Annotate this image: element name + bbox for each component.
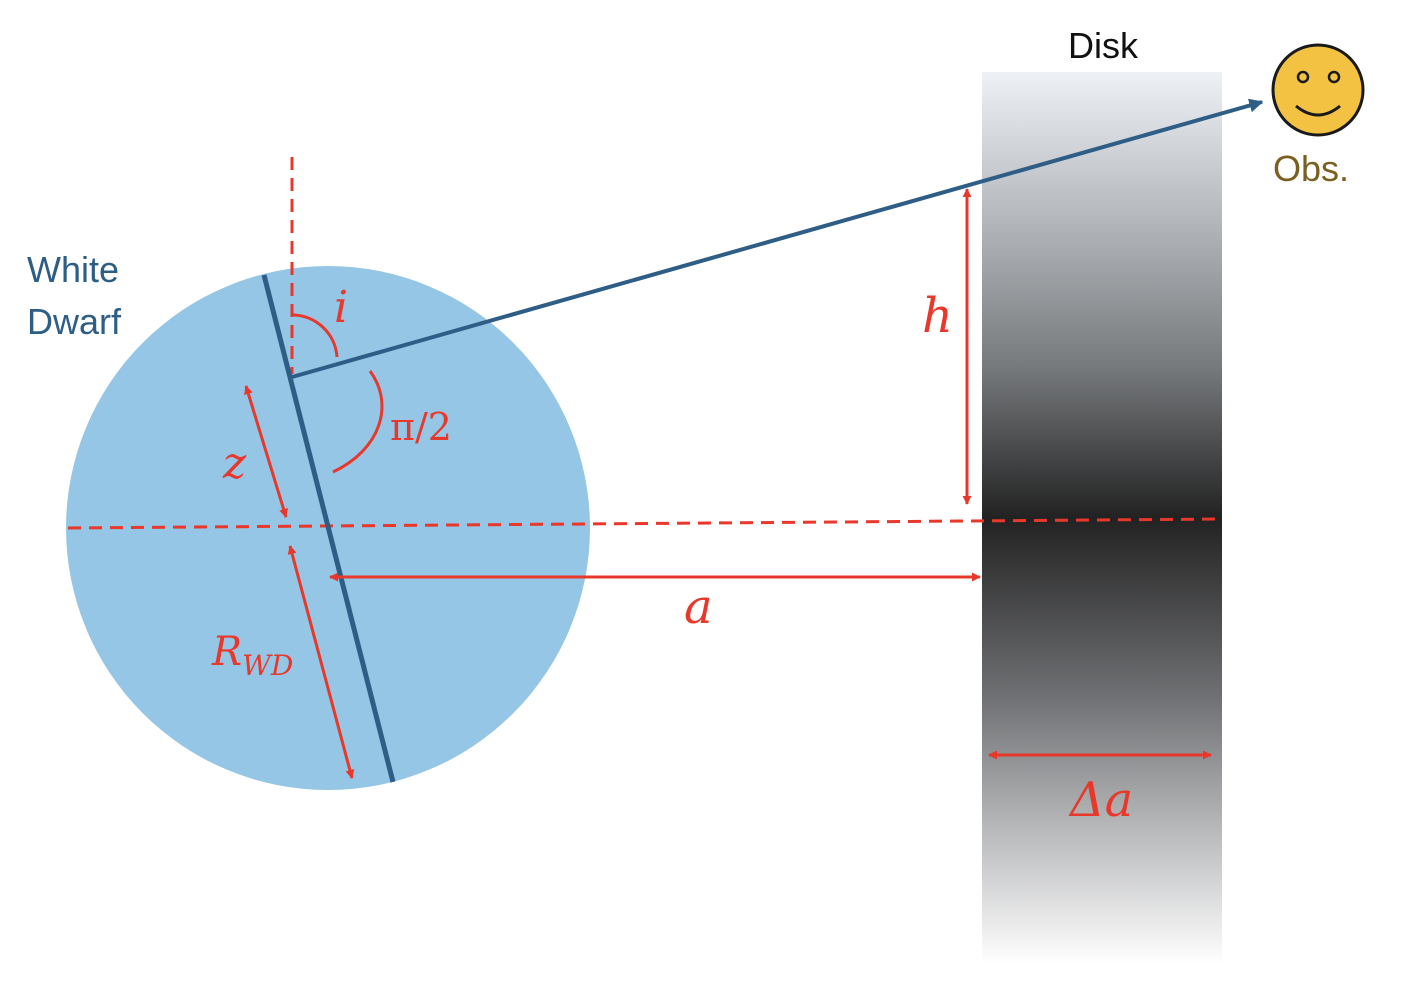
height-label: h [922, 288, 953, 344]
z-arrow [244, 385, 288, 518]
smiley-face-icon [1271, 43, 1365, 137]
right-angle-arc [332, 370, 384, 474]
disk-label: Disk [1068, 25, 1139, 66]
disk-width-label: Δa [1068, 772, 1133, 828]
line-of-sight-arrow [291, 98, 1264, 379]
separation-label: a [684, 579, 713, 635]
white-dwarf-label-line1: White [27, 249, 119, 290]
radius-label: RWD [211, 629, 293, 682]
z-label: z [222, 438, 247, 489]
right-angle-label: π/2 [390, 405, 452, 449]
inclination-label: i [334, 282, 348, 333]
midplane-line [67, 517, 1223, 530]
white-dwarf-axis [261, 274, 396, 783]
radius-arrow [287, 545, 355, 779]
radius-label-base: R [211, 629, 242, 675]
inclination-angle-arc [291, 313, 339, 358]
radius-label-subscript: WD [242, 649, 293, 682]
observer-label: Obs. [1273, 148, 1349, 189]
white-dwarf-label-line2: Dwarf [27, 301, 122, 342]
